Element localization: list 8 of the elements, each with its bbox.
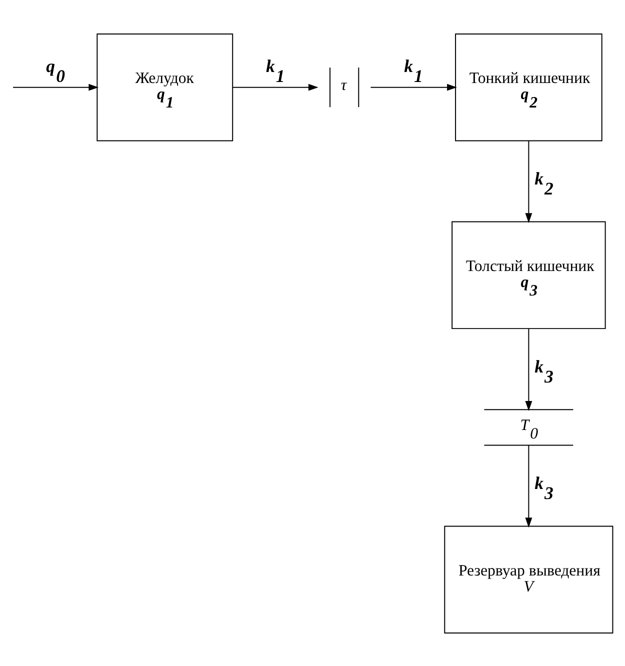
node-box: Резервуар выведения V [444, 525, 614, 634]
arrow [525, 328, 532, 410]
arrow [525, 444, 532, 528]
arrow [232, 83, 318, 90]
arrow [370, 83, 457, 90]
node-text: τ [340, 76, 347, 94]
arrow [12, 83, 99, 90]
arrow [525, 140, 532, 222]
